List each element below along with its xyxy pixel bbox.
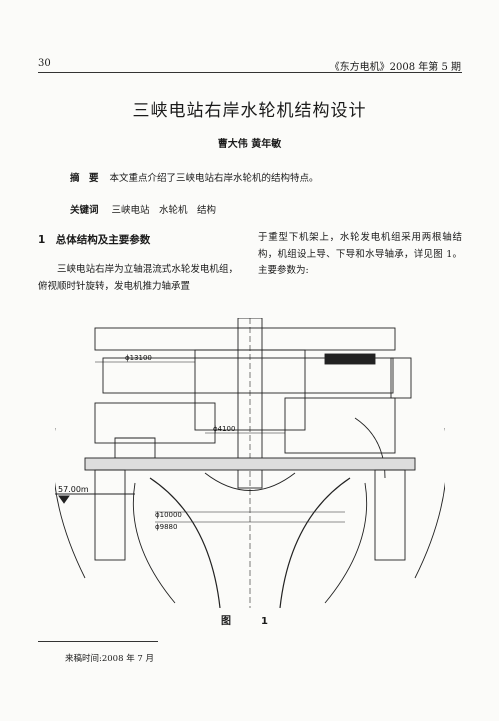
- level-label: 57.00m: [58, 485, 89, 494]
- dim-label: ϕ10000: [155, 511, 182, 519]
- dim-label: ϕ4100: [213, 425, 235, 433]
- right-paragraph: 于重型下机架上，水轮发电机组采用两根轴结构，机组设上导、下导和水导轴承，详见图 …: [258, 232, 462, 276]
- main-shaft: [237, 318, 263, 489]
- turbine-drawing: ϕ13100 ϕ4100 57.00m ϕ10000 ϕ9880: [55, 318, 445, 608]
- keywords-text: 三峡电站 水轮机 结构: [111, 205, 217, 216]
- dim-label: ϕ13100: [125, 354, 152, 362]
- page-number: 30: [38, 58, 51, 69]
- footnote: 来稿时间:2008 年 7 月: [65, 654, 155, 664]
- authors: 曹大伟 黄年敏: [217, 139, 282, 150]
- section-heading: 1 总体结构及主要参数: [38, 234, 151, 246]
- keywords: 关键词 三峡电站 水轮机 结构: [70, 202, 216, 216]
- dim-label: ϕ9880: [155, 523, 177, 531]
- footnote-rule: [38, 641, 158, 642]
- header-rule: [38, 72, 462, 73]
- left-paragraph: 三峡电站右岸为立轴混流式水轮发电机组，俯视顺时针旋转，发电机推力轴承置: [38, 264, 238, 292]
- abstract-label: 摘 要: [70, 173, 99, 184]
- journal-header: 《东方电机》2008 年第 5 期: [329, 62, 461, 73]
- article-title: 三峡电站右岸水轮机结构设计: [132, 101, 367, 121]
- abstract: 摘 要 本文重点介绍了三峡电站右岸水轮机的结构特点。: [70, 170, 319, 184]
- keywords-label: 关键词: [70, 205, 99, 216]
- figure-caption: 图 1: [221, 616, 278, 627]
- abstract-text: 本文重点介绍了三峡电站右岸水轮机的结构特点。: [109, 173, 319, 184]
